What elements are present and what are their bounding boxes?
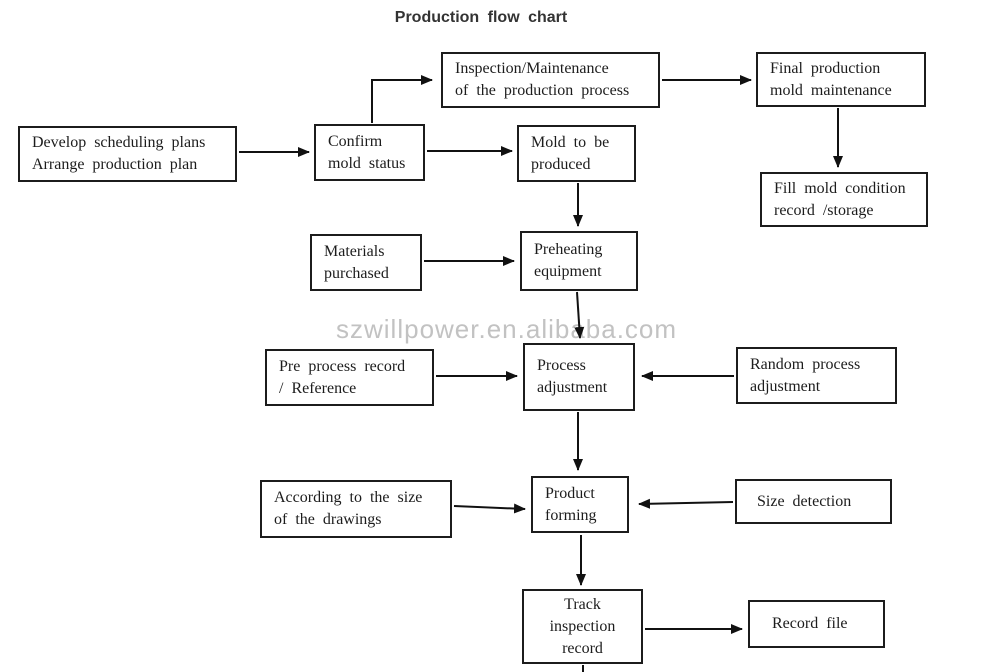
node-text-line: Random process — [750, 355, 861, 373]
node-text-line: Arrange production plan — [32, 156, 198, 173]
node-text-line: Fill mold condition — [774, 179, 906, 197]
node-text-line: Develop scheduling plans — [32, 134, 206, 151]
node-text-line: Pre process record — [279, 357, 406, 375]
node-process-adjustment: Process adjustment — [523, 343, 635, 411]
node-text-line: inspection — [549, 617, 616, 635]
node-confirm-mold-status: Confirm mold status — [314, 124, 425, 181]
node-text-line: adjustment — [537, 379, 608, 396]
node-record-file: Record file — [748, 600, 885, 648]
node-text-line: record — [562, 639, 603, 657]
node-according-to-size-of-drawings: According to the size of the drawings — [260, 480, 452, 538]
node-text-line: Process — [537, 357, 586, 374]
page-title: Production flow chart — [394, 9, 568, 26]
node-mold-to-be-produced: Mold to be produced — [517, 125, 636, 182]
node-fill-mold-condition-record: Fill mold condition record /storage — [760, 172, 928, 227]
node-text-line: Confirm — [328, 132, 383, 150]
node-text-line: of the production process — [455, 82, 630, 99]
node-text-line: forming — [545, 506, 597, 524]
node-pre-process-record: Pre process record / Reference — [265, 349, 434, 406]
node-text-line: Preheating — [534, 241, 603, 258]
node-product-forming: Product forming — [531, 476, 629, 533]
node-text-line: Mold to be — [531, 133, 610, 151]
arrow-confirm-to-inspection — [371, 75, 433, 123]
node-random-process-adjustment: Random process adjustment — [736, 347, 897, 404]
node-inspection-maintenance: Inspection/Maintenance of the production… — [441, 52, 660, 108]
node-text-line: produced — [531, 155, 591, 173]
node-text-line: adjustment — [750, 377, 821, 395]
node-text-line: of the drawings — [274, 511, 382, 528]
node-text-line: Record file — [772, 615, 848, 632]
node-text-line: Product — [545, 484, 595, 502]
node-text-line: purchased — [324, 264, 389, 282]
node-text-line: According to the size — [274, 489, 423, 506]
node-text-line: mold status — [328, 154, 406, 172]
node-text-line: Size detection — [757, 492, 852, 510]
watermark-text: szwillpower.en.alibaba.com — [336, 314, 678, 344]
node-materials-purchased: Materials purchased — [310, 234, 422, 291]
node-text-line: mold maintenance — [770, 81, 892, 99]
node-text-line: equipment — [534, 263, 602, 280]
arrow-size-to-product — [638, 498, 734, 509]
node-track-inspection-record: Track inspection record — [522, 589, 643, 664]
node-final-production-mold-maintenance: Final production mold maintenance — [756, 52, 926, 107]
node-text-line: Track — [564, 595, 601, 613]
node-preheating-equipment: Preheating equipment — [520, 231, 638, 291]
node-text-line: Materials — [324, 242, 385, 260]
node-text-line: Final production — [770, 59, 881, 77]
node-text-line: Inspection/Maintenance — [455, 60, 609, 77]
node-text-line: / Reference — [279, 379, 357, 397]
node-size-detection: Size detection — [735, 479, 892, 524]
node-develop-scheduling-plans: Develop scheduling plans Arrange product… — [18, 126, 237, 182]
arrow-according-to-product — [453, 503, 526, 514]
node-text-line: record /storage — [774, 201, 874, 219]
